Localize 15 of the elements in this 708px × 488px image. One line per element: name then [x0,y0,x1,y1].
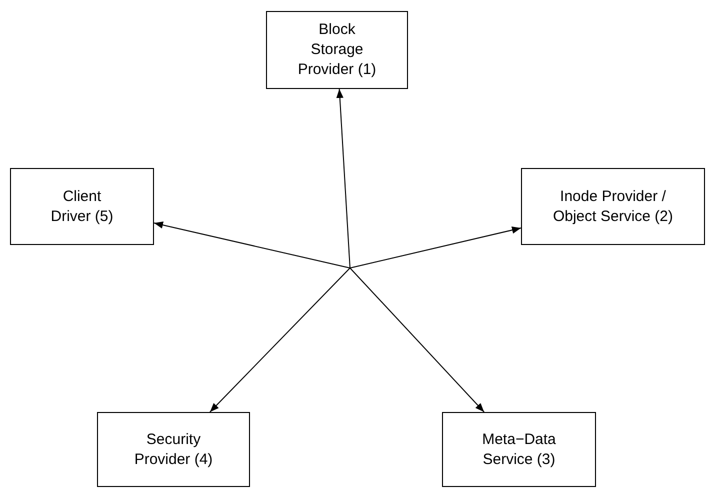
component-box [442,412,596,487]
arrow [209,268,350,412]
arrow [350,268,485,412]
arrow [336,88,350,268]
component-label: Inode Provider / Object Service (2) [552,186,674,226]
component-box [97,412,250,487]
component-box [10,168,154,245]
component-label: Meta−Data Service (3) [481,430,557,470]
component-label: Client Driver (5) [50,186,114,226]
component-label: Security Provider (4) [133,430,214,470]
component-box [521,168,705,245]
arrow [154,222,350,268]
component-box [266,11,408,89]
arrow [350,226,522,268]
component-label: Block Storage Provider (1) [296,20,378,80]
